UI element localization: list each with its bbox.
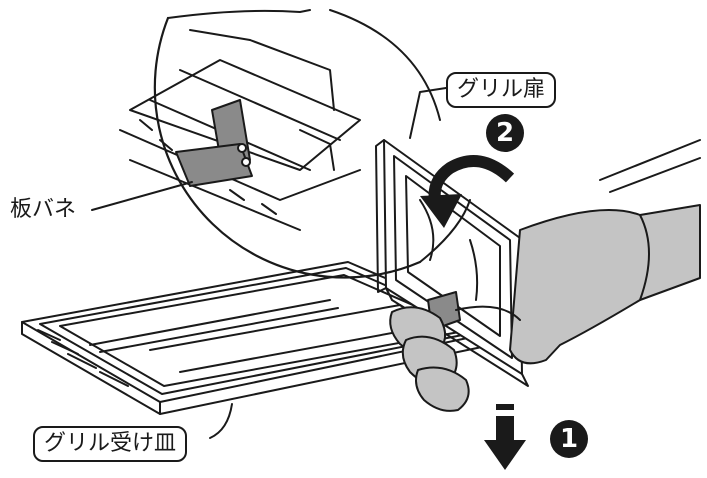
leader-grill-door xyxy=(409,87,447,139)
gloved-hand xyxy=(389,139,701,412)
leader-grill-pan xyxy=(209,403,233,439)
leader-leaf-spring xyxy=(91,181,193,211)
grill-door-label: グリル扉 xyxy=(446,72,557,108)
step-1-badge: 1 xyxy=(550,420,588,458)
rotate-arrow-icon xyxy=(420,155,515,228)
zoom-callout xyxy=(119,9,471,279)
leaf-spring-label: 板バネ xyxy=(10,197,77,222)
down-arrow-icon xyxy=(484,404,526,470)
grill-door xyxy=(375,139,529,387)
grill-pan-label: グリル受け皿 xyxy=(33,426,188,462)
step-2-badge: 2 xyxy=(486,114,524,152)
leaf-spring-enlarged xyxy=(175,99,253,187)
